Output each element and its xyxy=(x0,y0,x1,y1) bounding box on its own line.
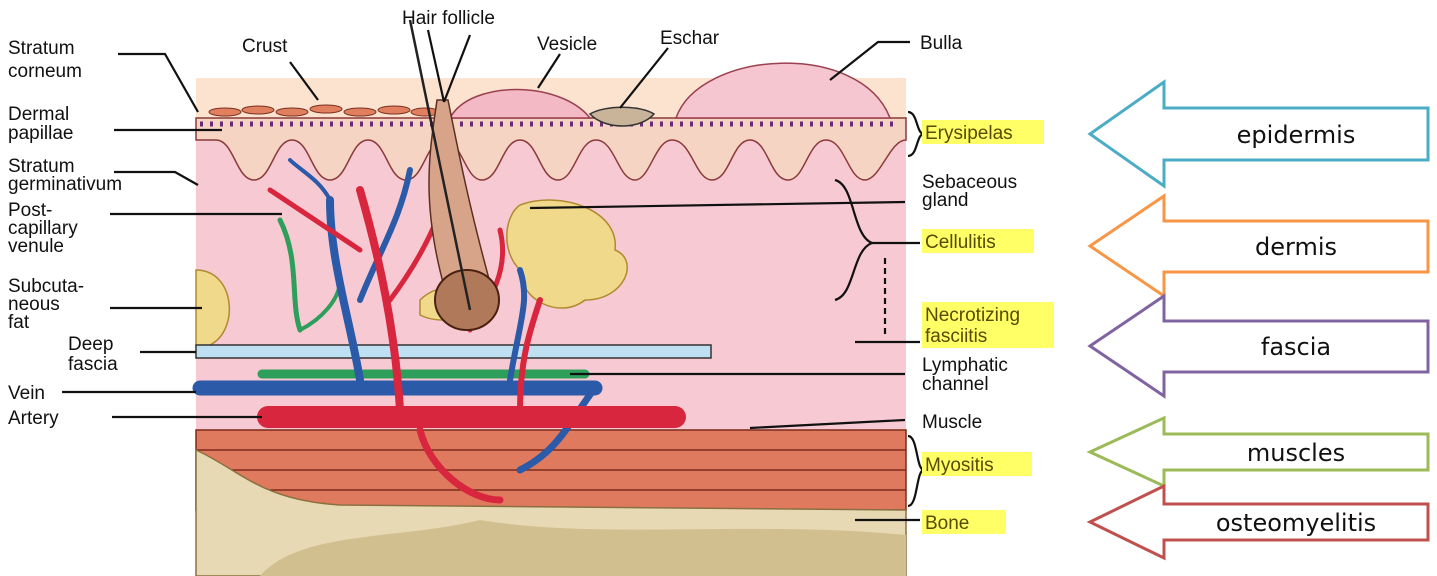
label-stratum-corneum-2: corneum xyxy=(8,61,82,82)
label-necrotizing-2: fasciitis xyxy=(925,326,987,347)
label-stratum-germinativum-2: germinativum xyxy=(8,174,122,195)
label-deep-fascia-2: fascia xyxy=(68,354,118,375)
label-bone: Bone xyxy=(925,513,969,534)
arrow-fascia-label: fascia xyxy=(1261,333,1331,361)
label-stratum-corneum-1: Stratum xyxy=(8,38,75,59)
label-vesicle: Vesicle xyxy=(537,34,597,55)
label-artery: Artery xyxy=(8,408,59,429)
label-cellulitis: Cellulitis xyxy=(925,232,996,253)
arrow-muscles: muscles xyxy=(1090,418,1428,486)
label-necrotizing-1: Necrotizing xyxy=(925,305,1020,326)
arrow-osteomyelitis: osteomyelitis xyxy=(1090,486,1428,558)
label-subcutaneous-3: fat xyxy=(8,312,30,333)
label-dermal-papillae-1: Dermal xyxy=(8,104,69,125)
label-erysipelas: Erysipelas xyxy=(925,123,1013,144)
label-lymphatic-1: Lymphatic xyxy=(922,355,1008,376)
arrow-fascia: fascia xyxy=(1090,296,1428,396)
label-eschar: Eschar xyxy=(660,28,720,49)
label-bulla: Bulla xyxy=(920,33,963,54)
tissue-block xyxy=(196,20,906,576)
bulla-blister xyxy=(676,63,890,118)
top-labels: Crust Hair follicle Vesicle Eschar Bulla xyxy=(242,8,963,57)
arrow-dermis-label: dermis xyxy=(1255,233,1337,261)
label-hair-follicle: Hair follicle xyxy=(402,8,495,29)
arrow-dermis: dermis xyxy=(1090,196,1428,296)
label-crust: Crust xyxy=(242,36,288,57)
label-lymphatic-2: channel xyxy=(922,374,989,395)
arrow-muscles-label: muscles xyxy=(1247,439,1345,467)
arrow-osteomyelitis-label: osteomyelitis xyxy=(1216,509,1376,537)
label-sebaceous-2: gland xyxy=(922,190,969,211)
label-myositis: Myositis xyxy=(925,455,994,476)
left-labels: Stratum corneum Dermal papillae Stratum … xyxy=(8,38,122,429)
label-muscle: Muscle xyxy=(922,412,982,433)
arrows: epidermis dermis fascia muscles osteomye… xyxy=(1090,82,1428,558)
label-vein: Vein xyxy=(8,383,45,404)
right-labels: Erysipelas Sebaceous gland Cellulitis Ne… xyxy=(922,120,1054,534)
label-dermal-papillae-2: papillae xyxy=(8,123,74,144)
label-post-capillary-3: venule xyxy=(8,236,64,257)
deep-fascia-band xyxy=(196,345,711,358)
arrow-epidermis-label: epidermis xyxy=(1237,121,1356,149)
arrow-epidermis: epidermis xyxy=(1090,82,1428,186)
label-deep-fascia-1: Deep xyxy=(68,334,113,355)
